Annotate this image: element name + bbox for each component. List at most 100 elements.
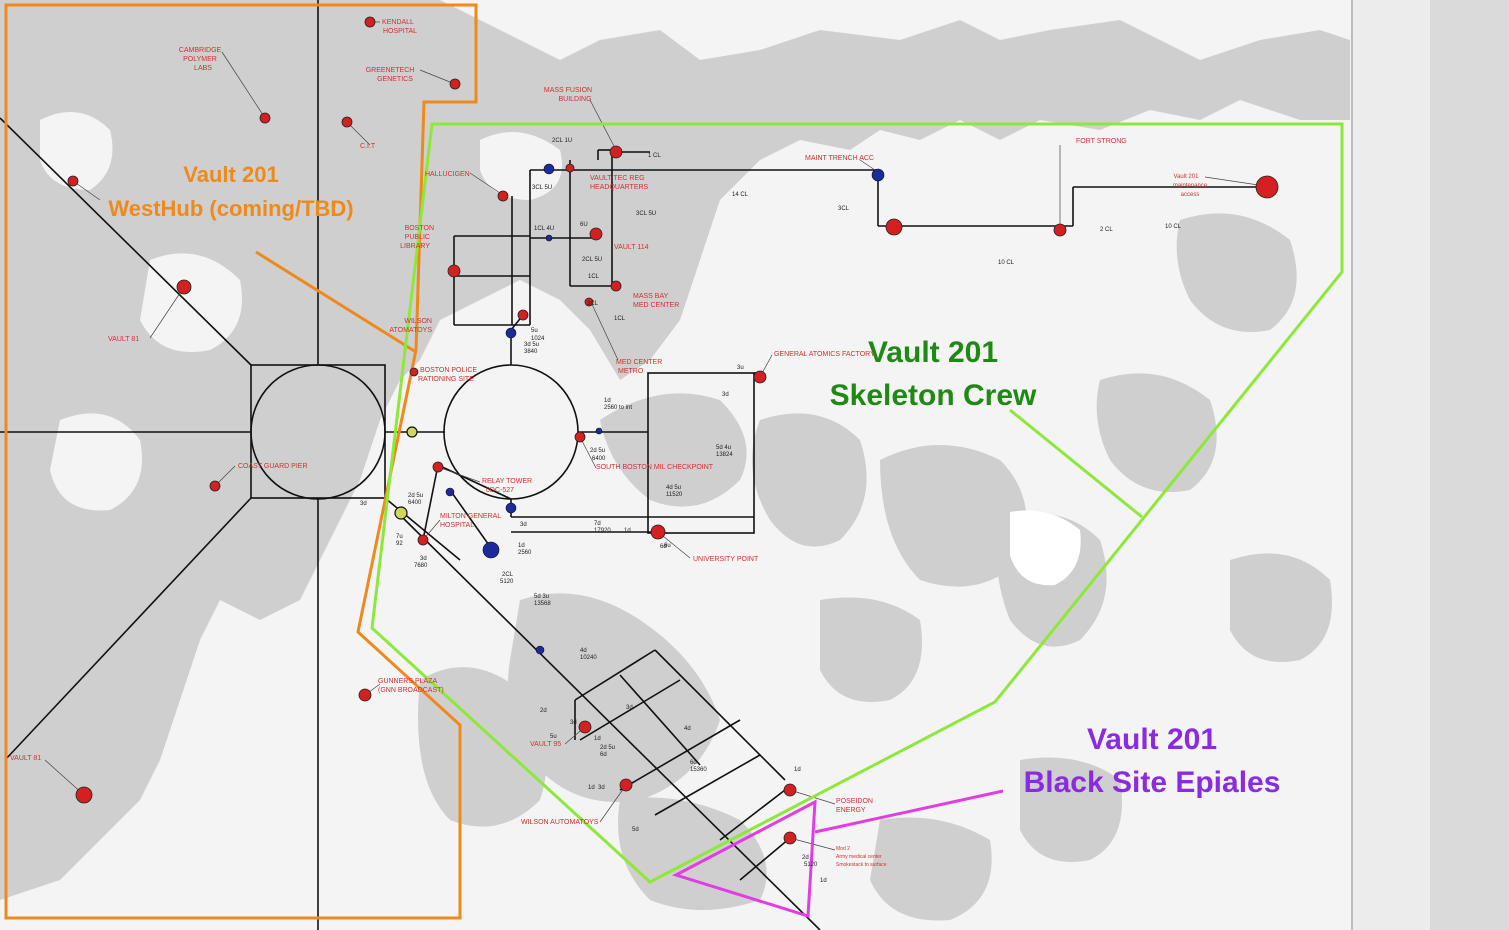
track-label: 1CL [588, 274, 600, 280]
track-label: 1d [820, 878, 827, 884]
track-label: 6u [664, 543, 671, 549]
blacksite-pointer [814, 789, 1004, 834]
water-patches [40, 112, 1081, 586]
junctions-hollow [394, 426, 418, 520]
track-label: 2560 to int [604, 405, 632, 411]
westhub-title: Vault 201 WestHub (coming/TBD) [108, 162, 353, 221]
station-vault81-hub [176, 279, 192, 295]
blacksite-border [672, 799, 817, 918]
track-label: 1d [518, 543, 525, 549]
station-poseidon [783, 783, 797, 797]
track-label: 3CL [587, 301, 599, 307]
blacksite-title-line1: Vault 201 [1087, 723, 1217, 756]
station-fort-strong [1053, 223, 1067, 237]
track-label: 13568 [534, 601, 551, 607]
track-label: 6d [690, 760, 697, 766]
station-cambridge [259, 112, 271, 124]
track-label: 3CL [838, 206, 850, 212]
station-hallucigen [497, 190, 509, 202]
track-label: 7d [594, 521, 601, 527]
westhub-title-line1: Vault 201 [183, 162, 278, 187]
label-fort-strong: FORT STRONG [1076, 138, 1127, 145]
junction-node [505, 327, 517, 339]
track-label: 2d 5u [590, 448, 605, 454]
track-label: 3d [722, 392, 729, 398]
station-med-center [574, 431, 586, 443]
station-vault81-top [67, 175, 79, 187]
leader-lines [44, 21, 1266, 851]
label-cit: C.I.T [360, 143, 376, 150]
junction-node [543, 163, 555, 175]
station-wilson [517, 309, 529, 321]
station-mass-fusion [609, 145, 623, 159]
track-label: 3d [360, 501, 367, 507]
station-boston-police [409, 367, 419, 377]
station-maint [885, 218, 903, 236]
rail-lines [0, 0, 1267, 930]
track-label: 1CL 4U [534, 226, 554, 232]
station-gunners [358, 688, 372, 702]
label-south-boston: SOUTH BOSTON MIL CHECKPOINT [596, 464, 714, 471]
skeleton-title: Vault 201 Skeleton Crew [830, 336, 1037, 412]
station-greentech [449, 78, 461, 90]
track-label: 13824 [716, 452, 733, 458]
track-label: 1 CL [648, 153, 661, 159]
track-labels: 2CL 1U 1 CL 14 CL 3CL 5U 6U 2CL 5U 1CL 3… [360, 138, 1182, 884]
skeleton-title-line1: Vault 201 [868, 336, 998, 369]
label-maint-trench: MAINT TRENCH ACC [805, 155, 874, 162]
track-label: 3d [420, 556, 427, 562]
blacksite-title-line2: Black Site Epiales [1024, 766, 1281, 799]
station-relay [432, 461, 444, 473]
label-gunners: GUNNERS PLAZA(GNN BROADCAST) [378, 678, 444, 694]
blacksite-title: Vault 201 Black Site Epiales [1024, 723, 1281, 799]
track-label: 3d [570, 720, 577, 726]
junction-node [505, 502, 517, 514]
track-label: 14 CL [732, 192, 749, 198]
station-mass-bay-2 [584, 297, 594, 307]
station-vault95 [578, 720, 592, 734]
skeleton-pointer [1009, 408, 1143, 519]
track-label: 11520 [666, 492, 683, 498]
track-label: 1d [604, 398, 611, 404]
label-vault114: VAULT 114 [614, 244, 649, 251]
track-label: 10 CL [1165, 224, 1182, 230]
track-label: 6d [660, 544, 667, 550]
track-label: 5120 [804, 862, 818, 868]
station-vault81-bottom [75, 786, 93, 804]
junction-node [595, 427, 603, 435]
track-label: 5d [632, 827, 639, 833]
station-mass-bay [610, 280, 622, 292]
track-label: 1CL [614, 316, 626, 322]
track-label: 1d [624, 528, 631, 534]
track-label: 3u [737, 365, 744, 371]
track-label: 4d [580, 648, 587, 654]
track-label: 6400 [408, 500, 422, 506]
track-label: 7u [396, 534, 403, 540]
track-label: 2d 5u [408, 493, 423, 499]
track-label: 6d [600, 752, 607, 758]
track-label: 15360 [690, 767, 707, 773]
label-hallucigen: HALLUCIGEN [425, 171, 470, 178]
track-label: 92 [396, 541, 403, 547]
label-vault81-hub: VAULT 81 [108, 336, 139, 343]
track-label: 5d 3u [534, 594, 549, 600]
track-label: 2560 [518, 550, 532, 556]
junction-node [406, 426, 418, 438]
track-label: 4d 5u [666, 485, 681, 491]
junctions [445, 163, 885, 655]
track-label: 3CL 5U [532, 185, 552, 191]
station-university-point [650, 524, 666, 540]
map-edge-strip-dark [1430, 0, 1509, 930]
track-label: 3d [598, 785, 605, 791]
track-label: 1d [794, 767, 801, 773]
label-vault81-bottom: VAULT 81 [10, 755, 41, 762]
station-mod2 [783, 831, 797, 845]
